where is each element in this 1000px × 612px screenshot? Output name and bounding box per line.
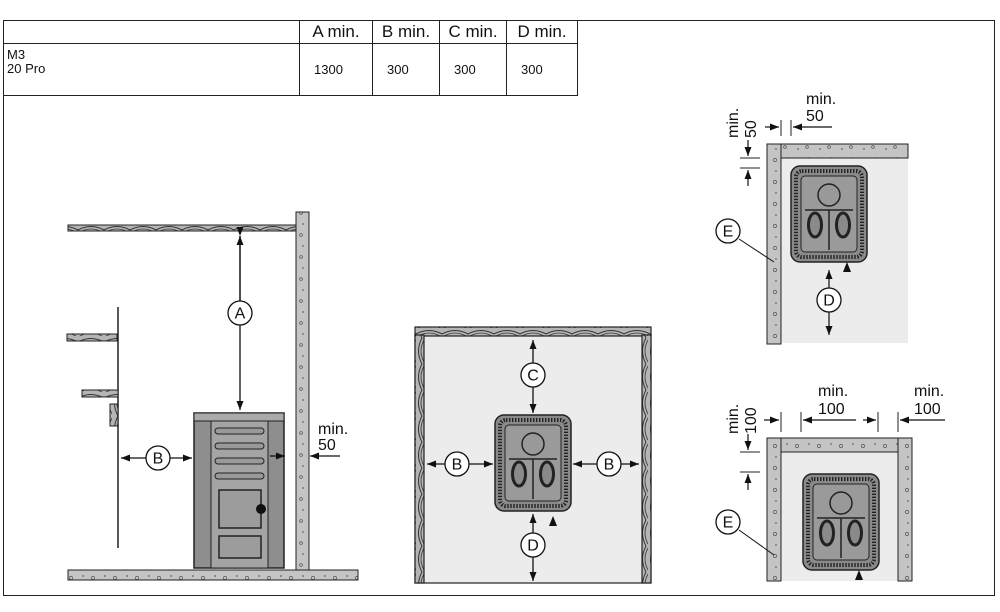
bench-middle (81, 389, 119, 398)
niche-min-side-value: 100 (743, 407, 760, 434)
heater-top-niche (801, 472, 881, 572)
niche-min-left-label: min. (818, 383, 848, 400)
corner-top-wall (766, 143, 909, 159)
side-view: A B min. 50 (66, 211, 359, 581)
top-view-center: C D B B (414, 326, 652, 584)
right-wall (295, 211, 310, 573)
bench-top (66, 333, 118, 342)
niche-label-e: E (723, 515, 734, 532)
niche-min-right-value: 100 (914, 401, 941, 418)
corner-label-d: D (823, 293, 835, 310)
value-a: 1300 (299, 43, 373, 96)
floor (67, 569, 359, 581)
min-label-side: min. (318, 421, 348, 438)
corner-left-wall (766, 143, 782, 345)
corner-min-side-label: min. (725, 108, 742, 138)
niche-min-side-label: min. (725, 404, 742, 434)
niche-left-wall (766, 437, 782, 582)
heater-knob (256, 504, 266, 514)
heater-top-corner (789, 164, 869, 264)
value-d: 300 (506, 43, 578, 96)
label-c-circle (520, 362, 546, 388)
header-d-min: D min. (506, 20, 578, 44)
min-50-side: 50 (318, 437, 336, 454)
niche-min-left-value: 100 (818, 401, 845, 418)
niche-label-e-circle (715, 509, 741, 535)
corner-min-top-value: 50 (806, 108, 824, 125)
heater-front (193, 412, 285, 569)
right-wall-board (641, 334, 652, 584)
value-c: 300 (439, 43, 507, 96)
label-a-circle (227, 300, 253, 326)
label-d-center: D (527, 538, 539, 555)
niche-right-wall (897, 437, 913, 582)
bench-support (109, 403, 119, 427)
top-view-niche: min. 100 min. 100 min. 100 E (715, 383, 945, 582)
value-b: 300 (372, 43, 440, 96)
corner-label-d-circle (816, 287, 842, 313)
label-b-left-circle (444, 451, 470, 477)
niche-top-wall (766, 437, 913, 453)
label-b-right-circle (596, 451, 622, 477)
corner-label-e-circle (715, 218, 741, 244)
ceiling-board (67, 224, 297, 232)
label-b-side: B (153, 451, 164, 468)
model-name: M3 (7, 47, 26, 62)
left-wall-board (414, 334, 425, 584)
label-d-circle (520, 532, 546, 558)
label-b-left: B (452, 457, 463, 474)
niche-min-right-label: min. (914, 383, 944, 400)
label-c: C (527, 368, 539, 385)
heater-top-center (493, 413, 573, 513)
corner-label-e: E (723, 224, 734, 241)
corner-min-top-label: min. (806, 91, 836, 108)
corner-min-side-value: 50 (743, 120, 760, 138)
label-a: A (235, 306, 246, 323)
label-b-circle (145, 445, 171, 471)
heater-control-marker (549, 516, 557, 526)
label-b-right: B (604, 457, 615, 474)
table-header-row: A min. B min. C min. D min. (3, 20, 578, 44)
model-variant: 20 Pro (7, 61, 46, 76)
top-wall-board (414, 326, 652, 337)
top-view-corner: min. 50 min. 50 D E (715, 91, 909, 345)
